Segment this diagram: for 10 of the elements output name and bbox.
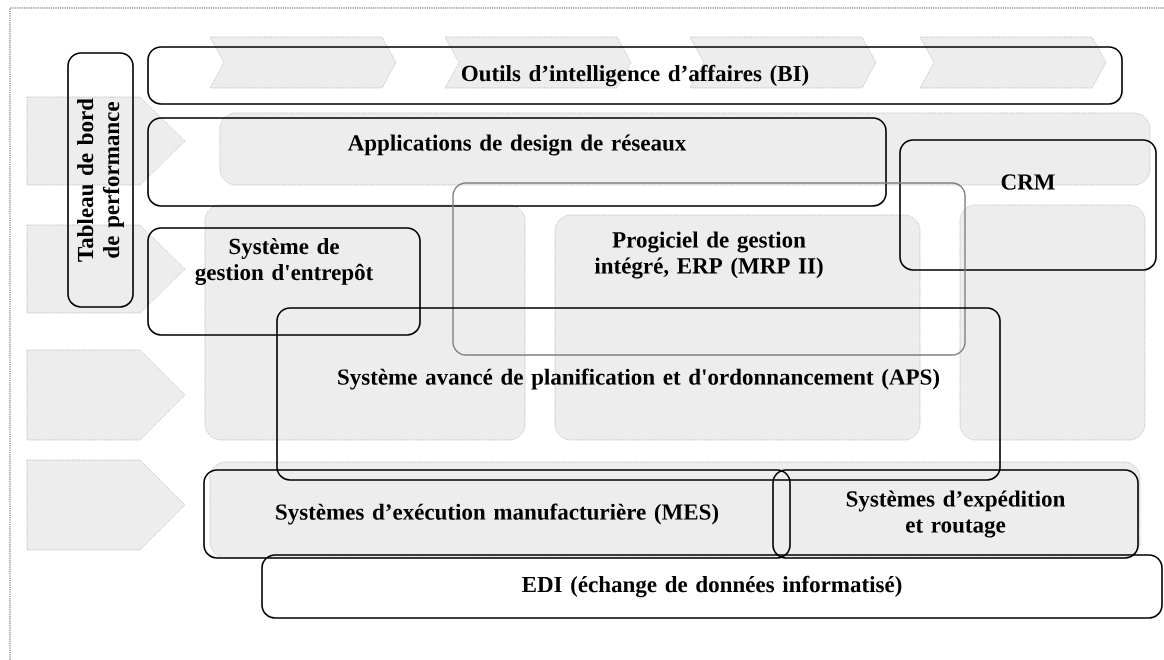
system-box: Système de gestion d'entrepôt xyxy=(147,227,421,336)
system-box: Applications de design de réseaux xyxy=(147,117,887,207)
system-box: Système avancé de planification et d'ordonnancement (APS) xyxy=(276,307,1001,481)
system-box: CRM xyxy=(899,139,1157,271)
system-box: Tableau de bord de performance xyxy=(67,52,134,308)
system-box: Progiciel de gestion intégré, ERP (MRP II) xyxy=(452,182,966,356)
system-box: EDI (échange de données informatisé) xyxy=(261,554,1163,619)
system-box: Systèmes d’exécution manufacturière (MES) xyxy=(203,469,791,559)
system-box: Outils d’intelligence d’affaires (BI) xyxy=(147,46,1123,105)
system-box: Systèmes d’expédition et routage xyxy=(772,469,1139,559)
